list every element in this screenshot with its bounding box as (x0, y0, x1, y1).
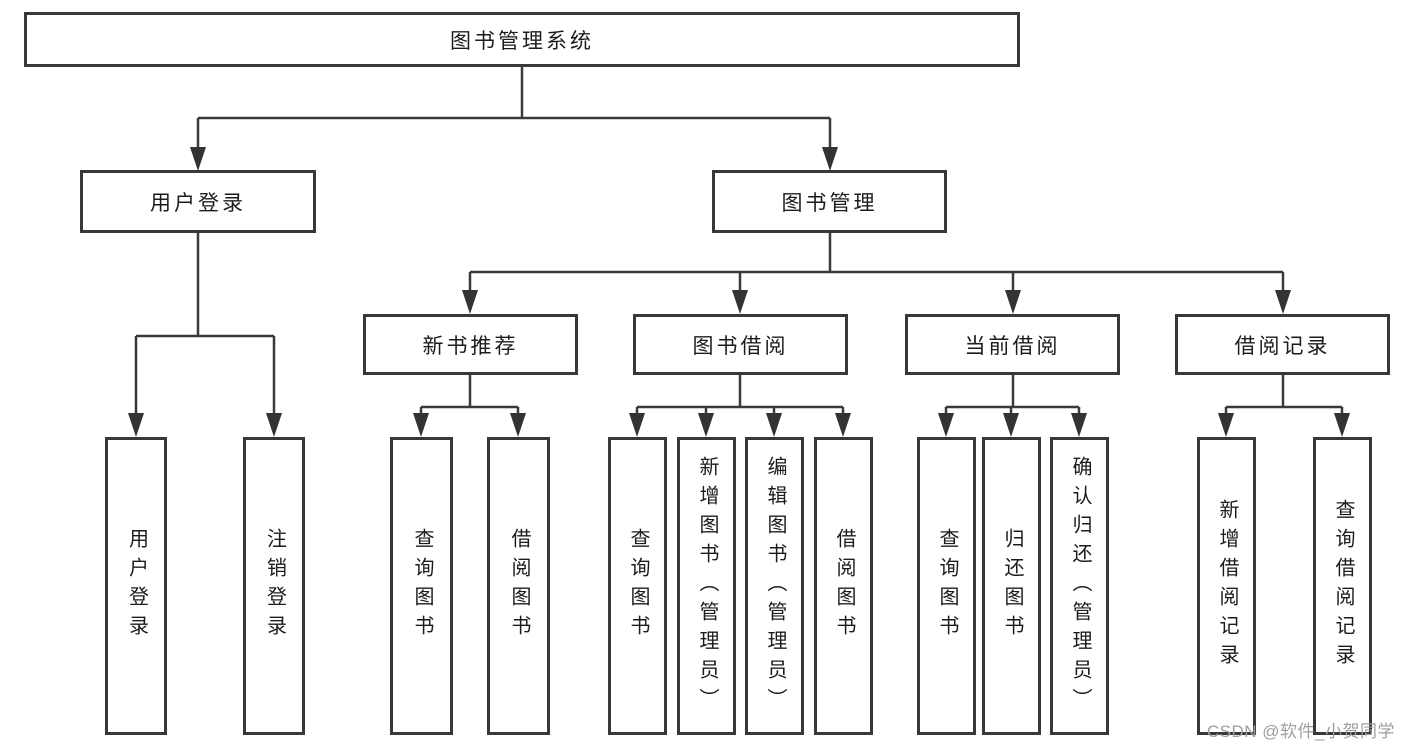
node-query-books-borrowing: 查询图书 (608, 437, 667, 735)
connector-root-to-level2 (196, 67, 832, 150)
node-label: 编辑图书（管理员） (764, 455, 786, 717)
node-label: 图书借阅 (692, 334, 789, 358)
connector-currentborrow-to-leaves (944, 375, 1081, 416)
node-label: 查询借阅记录 (1332, 499, 1354, 673)
node-library-system: 图书管理系统 (24, 12, 1020, 67)
node-label: 借阅图书 (508, 528, 530, 644)
node-label: 新增借阅记录 (1216, 499, 1238, 673)
node-book-management: 图书管理 (712, 170, 947, 233)
node-logout: 注销登录 (243, 437, 305, 735)
node-label: 当前借阅 (964, 334, 1061, 358)
node-return-books: 归还图书 (982, 437, 1041, 735)
node-query-borrow-record: 查询借阅记录 (1313, 437, 1372, 735)
node-borrow-records: 借阅记录 (1175, 314, 1390, 375)
node-add-books-admin: 新增图书（管理员） (677, 437, 736, 735)
node-label: 借阅图书 (833, 528, 855, 644)
node-label: 图书管理系统 (450, 29, 594, 53)
node-label: 用户登录 (125, 528, 148, 644)
node-label: 查询图书 (411, 528, 433, 644)
node-label: 确认归还（管理员） (1069, 455, 1091, 717)
arrowheads (128, 147, 1350, 437)
connector-records-to-leaves (1224, 375, 1344, 416)
connector-bookmgmt-to-level3 (468, 233, 1285, 293)
node-borrow-books-recommend: 借阅图书 (487, 437, 550, 735)
node-label: 新增图书（管理员） (696, 455, 718, 717)
node-borrow-books-borrowing: 借阅图书 (814, 437, 873, 735)
node-add-borrow-record: 新增借阅记录 (1197, 437, 1256, 735)
node-label: 新书推荐 (422, 334, 519, 358)
node-label: 借阅记录 (1234, 334, 1331, 358)
connector-newbook-to-leaves (419, 375, 520, 416)
node-label: 查询图书 (936, 528, 958, 644)
node-label: 用户登录 (150, 191, 246, 215)
node-confirm-return-admin: 确认归还（管理员） (1050, 437, 1109, 735)
node-label: 图书管理 (781, 191, 878, 215)
node-query-books-current: 查询图书 (917, 437, 976, 735)
node-new-book-recommend: 新书推荐 (363, 314, 578, 375)
node-edit-books-admin: 编辑图书（管理员） (745, 437, 804, 735)
node-user-login: 用户登录 (80, 170, 316, 233)
node-query-books-recommend: 查询图书 (390, 437, 453, 735)
node-user-login-leaf: 用户登录 (105, 437, 167, 735)
csdn-watermark: CSDN @软件_小贺同学 (1206, 722, 1395, 741)
connector-userlogin-to-leaves (134, 233, 276, 416)
node-book-borrowing: 图书借阅 (633, 314, 848, 375)
node-label: 注销登录 (263, 528, 286, 644)
node-label: 查询图书 (627, 528, 649, 644)
connector-bookborrow-to-leaves (635, 375, 845, 416)
node-current-borrowing: 当前借阅 (905, 314, 1120, 375)
node-label: 归还图书 (1001, 528, 1023, 644)
